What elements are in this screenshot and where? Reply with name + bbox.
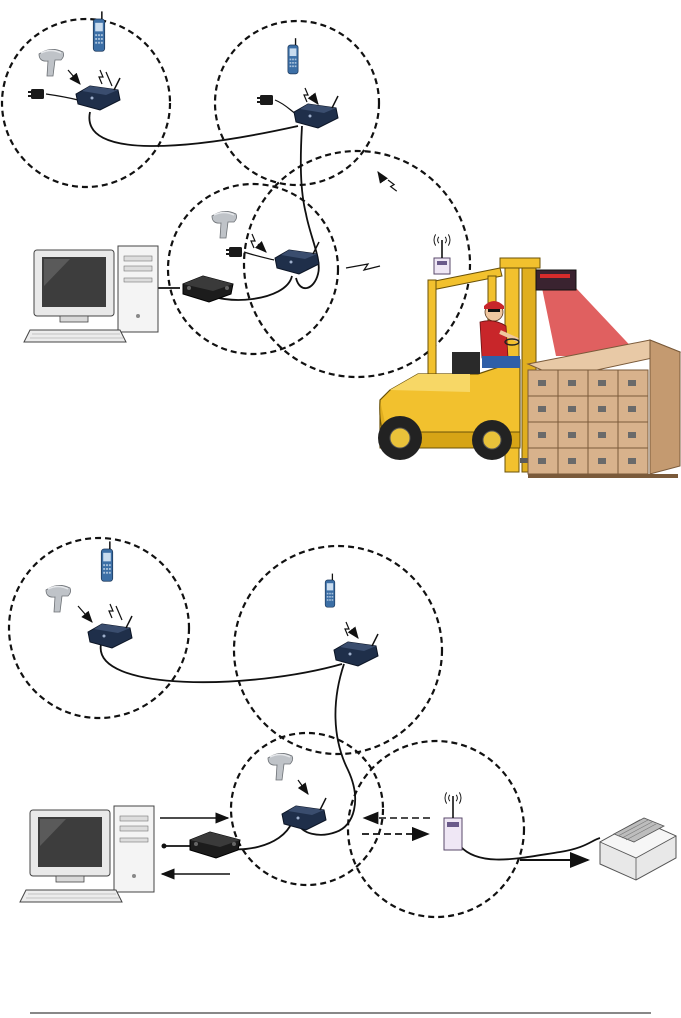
handheld-terminal-icon: [325, 574, 335, 608]
wireless-signal-icon: [99, 70, 103, 84]
wireless-signal-icon: [109, 604, 113, 618]
desktop-computer-icon: [24, 246, 158, 342]
base-station-icon: [76, 78, 120, 110]
handheld-terminal-icon: [101, 541, 112, 581]
base-station-icon: [334, 634, 378, 666]
wireless-signal-icon: [304, 88, 308, 102]
vehicle-radio-terminal-icon: [434, 234, 450, 274]
base-station-icon: [275, 242, 319, 274]
cable: [460, 838, 600, 860]
bottom-panel: [9, 538, 676, 917]
power-adapter-icon: [257, 95, 273, 105]
barcode-scanner-icon: [46, 585, 71, 612]
cable: [101, 644, 342, 682]
barcode-scanner-icon: [212, 211, 237, 238]
desktop-computer-icon: [20, 806, 154, 902]
wireless-signal-icon: [387, 179, 397, 193]
coverage-zone: [168, 184, 338, 354]
power-adapter-icon: [226, 247, 242, 257]
barcode-scanner-icon: [39, 49, 64, 76]
radio-print-adapter-icon: [444, 792, 462, 850]
base-station-icon: [88, 616, 132, 648]
pallet-of-boxes-icon: [528, 340, 680, 478]
interface-box-icon: [190, 832, 240, 858]
cable: [89, 112, 298, 146]
top-panel: [2, 11, 680, 478]
handheld-terminal-icon: [288, 38, 298, 74]
handheld-terminal-icon: [93, 11, 104, 51]
interface-box-icon: [183, 276, 233, 302]
barcode-scanner-icon: [268, 753, 293, 780]
wireless-signal-icon: [345, 622, 349, 636]
scanner-beam-icon: [536, 270, 640, 356]
power-adapter-icon: [28, 89, 44, 99]
dot-matrix-printer-icon: [600, 818, 676, 880]
coverage-zone: [348, 741, 524, 917]
base-station-icon: [282, 798, 326, 830]
wireless-signal-icon: [251, 234, 255, 248]
